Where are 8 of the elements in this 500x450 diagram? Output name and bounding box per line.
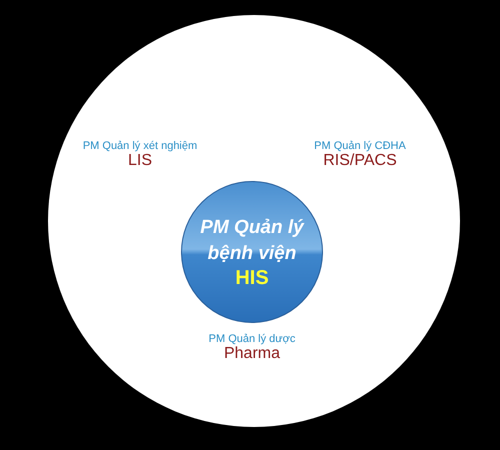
module-name: RIS/PACS [322, 152, 398, 170]
center-code: HIS [235, 266, 269, 290]
center-title: PM Quản lý bệnh viện [199, 216, 306, 266]
module-caption: PM Quản lý CĐHA [313, 140, 407, 152]
module-caption: PM Quản lý xét nghiệm [82, 140, 198, 152]
module-caption: PM Quản lý dược [208, 333, 296, 345]
module-name: LIS [126, 152, 153, 170]
module-name: Pharma [222, 345, 282, 363]
